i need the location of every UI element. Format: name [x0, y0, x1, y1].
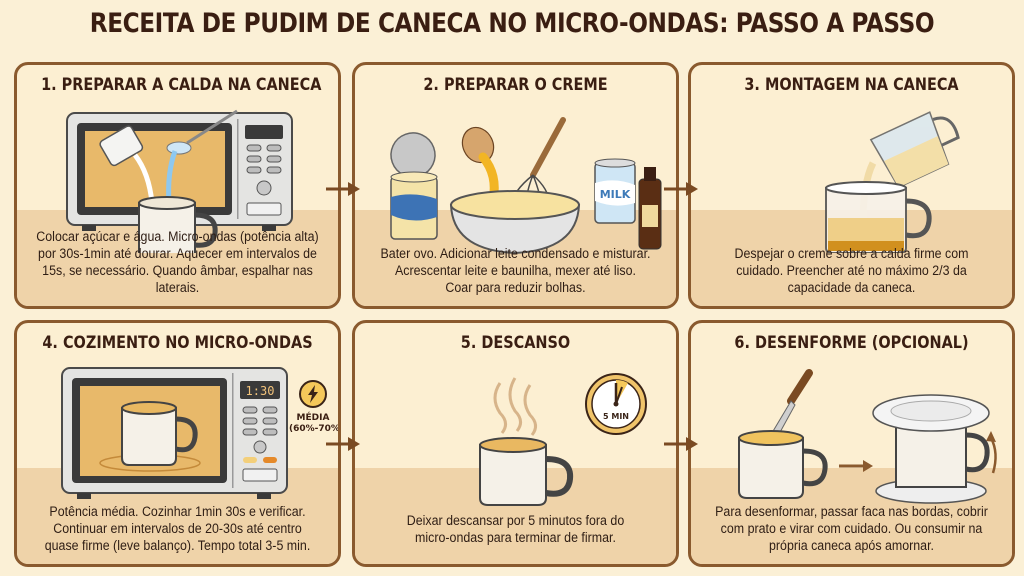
step-5-panel: 5. DESCANSO 5 MIN Deixar descansar por 5… — [352, 320, 679, 567]
step-6-panel: 6. DESENFORME (OPCIONAL) Para desenforma… — [688, 320, 1015, 567]
step-description: Bater ovo. Adicionar leite condensado e … — [380, 246, 651, 295]
step-4-panel: 4. COZIMENTO NO MICRO-ONDAS 1:30 MÉDIA (… — [14, 320, 341, 567]
step-heading: 6. DESENFORME (OPCIONAL) — [734, 333, 969, 353]
arrow-right-icon — [664, 437, 698, 451]
arrow-right-icon — [664, 182, 698, 196]
step-description: Deixar descansar por 5 minutos fora do m… — [406, 513, 625, 545]
power-level-label: MÉDIA (60%-70%) — [289, 413, 341, 434]
pitcher-pour-illustration — [825, 111, 960, 253]
step-3-panel: 3. MONTAGEM NA CANECA Despejar o creme s… — [688, 62, 1015, 309]
step-description: Para desenformar, passar faca nas bordas… — [715, 504, 988, 553]
step-description: Despejar o creme sobre a calda firme com… — [734, 246, 969, 295]
clock-timer-icon: 5 MIN — [585, 373, 647, 435]
power-lightning-icon — [299, 380, 327, 408]
step-description: Colocar açúcar e água. Micro-ondas (potê… — [36, 229, 319, 295]
microwave-sugar-water-illustration — [66, 109, 293, 253]
timer-display: 1:30 — [246, 384, 275, 398]
step-heading: 3. MONTAGEM NA CANECA — [744, 75, 959, 95]
page-title: RECEITA DE PUDIM DE CANECA NO MICRO-ONDA… — [89, 8, 935, 39]
step-heading: 5. DESCANSO — [460, 333, 571, 353]
step-heading: 2. PREPARAR O CREME — [423, 75, 608, 95]
step-description: Potência média. Cozinhar 1min 30s e veri… — [44, 504, 311, 553]
step-heading: 1. PREPARAR A CALDA NA CANECA — [41, 75, 322, 95]
steaming-mug-illustration — [479, 377, 574, 506]
arrow-right-icon — [326, 437, 360, 451]
step-2-panel: 2. PREPARAR O CREME MILK Bater ovo. Adic… — [352, 62, 679, 309]
step-heading: 4. COZIMENTO NO MICRO-ONDAS — [42, 333, 313, 353]
knife-and-plate-flip-illustration — [738, 369, 997, 504]
arrow-right-icon — [326, 182, 360, 196]
bowl-whisk-cans-illustration: MILK — [390, 117, 662, 255]
step-1-panel: 1. PREPARAR A CALDA NA CANECA Colocar a — [14, 62, 341, 309]
microwave-cooking-illustration: 1:30 — [61, 367, 288, 499]
clock-label: 5 MIN — [603, 412, 629, 421]
milk-can-label: MILK — [600, 188, 631, 201]
